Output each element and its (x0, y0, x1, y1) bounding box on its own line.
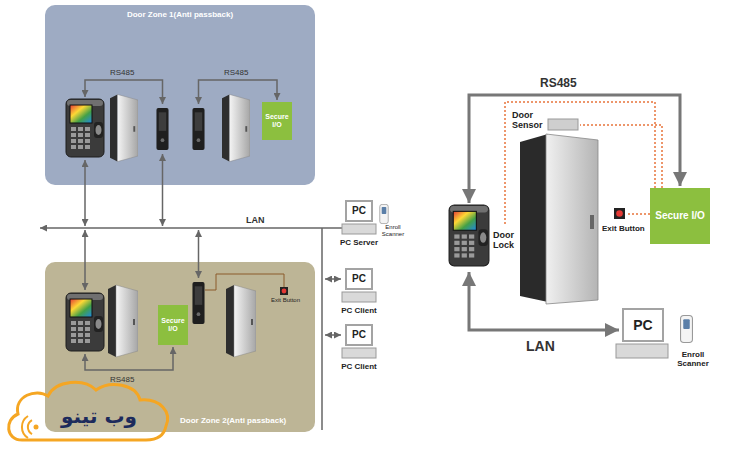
signal-wire (505, 102, 655, 224)
secure-io-box: Secure I/O (650, 188, 710, 244)
node-caption: PC Client (325, 362, 393, 371)
device-label: Enroll Scanner (376, 224, 410, 238)
watermark-wave (28, 420, 32, 434)
exit-button (614, 208, 625, 219)
secure-io-box: Secure I/O (262, 102, 292, 140)
pc-case (342, 224, 376, 234)
exit-button (280, 287, 288, 295)
zone-illustration (45, 5, 315, 185)
signal-wire (580, 125, 662, 188)
lan-arrow (325, 334, 341, 336)
rs485-wire (85, 347, 173, 370)
card-reader (192, 282, 204, 324)
rs485-wire (85, 80, 163, 104)
exit-wire (205, 274, 284, 290)
node-text: PC (347, 326, 371, 344)
device-label: Exit Button (271, 297, 300, 303)
pc-monitor: PCPC Server (345, 200, 373, 222)
bus-label: RS485 (540, 76, 577, 90)
node-text: Door Zone 1(Anti passback) (45, 5, 315, 19)
node-text: PC (624, 310, 662, 340)
node-text: Door Zone 2(Anti passback) (180, 416, 310, 425)
bus-label: LAN (246, 215, 265, 225)
lan-arrow (84, 230, 86, 290)
bus-label: RS485 (110, 68, 134, 77)
door (222, 94, 250, 161)
fingerprint-terminal (449, 205, 489, 266)
device-label: Enroll Scanner (670, 350, 716, 368)
node-caption: PC Server (325, 238, 393, 247)
lan-arrow (84, 160, 86, 226)
watermark-dot (34, 425, 39, 430)
node-text: PC (347, 270, 371, 288)
watermark-text: وب تینو (44, 404, 154, 428)
door-leaf (546, 134, 598, 304)
pc-case (342, 292, 376, 302)
bus-label: RS485 (110, 375, 134, 384)
lan-arrow (325, 278, 341, 280)
rs485-wire (199, 80, 278, 104)
secure-io-box: Secure I/O (158, 305, 188, 345)
lan-arrow (162, 154, 164, 226)
enroll-scanner (380, 204, 388, 223)
pc-monitor: PCPC Client (345, 324, 373, 346)
node-text: Secure I/O (262, 113, 292, 128)
signal-wire (627, 213, 650, 215)
node-text: Secure I/O (158, 317, 188, 332)
door-handle (590, 215, 594, 229)
node-text: Secure I/O (650, 210, 710, 222)
device-label: Exit Button (602, 224, 645, 233)
pc-monitor: PCPC Client (345, 268, 373, 290)
lan-wire (469, 272, 619, 330)
zone-band: Door Zone 1(Anti passback) Secure I/O (45, 5, 315, 185)
bus-label: RS485 (224, 68, 248, 77)
watermark-wave (22, 416, 28, 438)
enroll-scanner (681, 315, 693, 342)
device-label: Door Lock (493, 230, 521, 251)
card-reader (192, 108, 204, 150)
lan-bus (40, 227, 342, 229)
card-reader (156, 108, 168, 150)
door-frame (520, 134, 548, 302)
pc-monitor: PC (622, 308, 664, 342)
pc-case (342, 348, 376, 358)
lan-bus (321, 228, 323, 430)
node-text: PC (347, 202, 371, 220)
door (226, 285, 256, 357)
door (108, 285, 138, 357)
fingerprint-terminal (66, 293, 104, 351)
lan-arrow (198, 230, 200, 278)
fingerprint-terminal (66, 99, 104, 157)
bus-label: LAN (526, 338, 555, 354)
pc-case (616, 344, 668, 358)
device-label: Door Sensor (512, 110, 548, 131)
door-sensor (548, 119, 578, 130)
node-caption: PC Client (325, 306, 393, 315)
door (110, 94, 138, 161)
